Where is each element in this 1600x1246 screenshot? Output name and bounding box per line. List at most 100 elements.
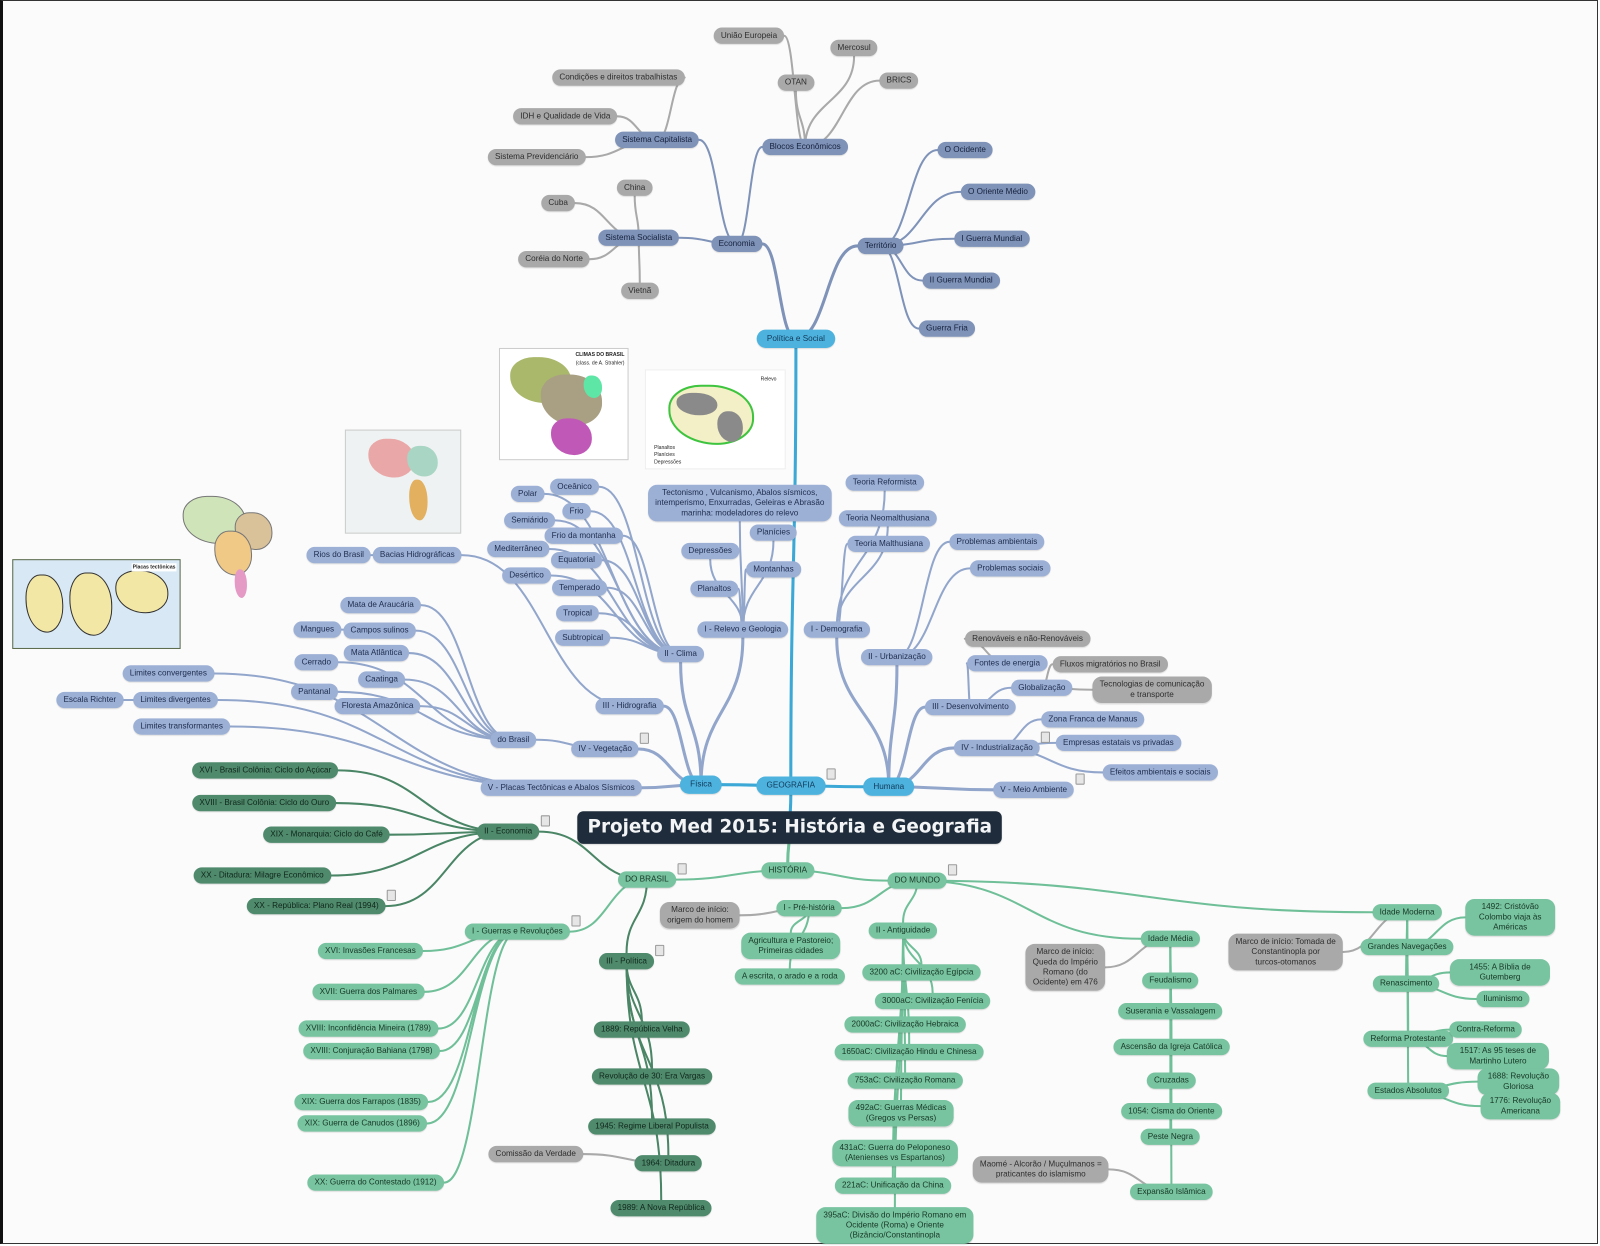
note-icon[interactable] bbox=[826, 768, 836, 780]
mindmap-node-tecno[interactable]: Tecnologias de comunicação e transporte bbox=[1092, 676, 1212, 704]
mindmap-node-ocid[interactable]: O Ocidente bbox=[937, 141, 994, 159]
mindmap-node-hidro[interactable]: III - Hidrografia bbox=[595, 697, 664, 715]
mindmap-node-indus[interactable]: IV - Industrialização bbox=[953, 739, 1040, 757]
mindmap-node-glor[interactable]: 1688: Revolução Gloriosa bbox=[1477, 1068, 1560, 1095]
mindmap-node-maome[interactable]: Maomé - Alcorão / Muçulmanos = praticant… bbox=[972, 1156, 1109, 1183]
mindmap-node-demo[interactable]: I - Demografia bbox=[803, 621, 870, 638]
mindmap-node-guer[interactable]: I - Guerras e Revoluções bbox=[464, 923, 570, 940]
mindmap-node-g4[interactable]: XVIII: Conjuração Bahiana (1798) bbox=[303, 1042, 440, 1060]
mindmap-node-merc[interactable]: Mercosul bbox=[830, 39, 878, 57]
note-icon[interactable] bbox=[677, 863, 687, 875]
mindmap-node-relevo[interactable]: I - Relevo e Geologia bbox=[697, 621, 789, 638]
mindmap-node-hmu[interactable]: DO MUNDO bbox=[887, 872, 948, 889]
mindmap-node-empr[interactable]: Empresas estatais vs privadas bbox=[1055, 734, 1181, 752]
mindmap-node-a7[interactable]: 431aC: Guerra do Peloponeso (Atenienses … bbox=[832, 1139, 958, 1167]
mindmap-node-polar[interactable]: Polar bbox=[510, 485, 545, 503]
mindmap-node-a8[interactable]: 221aC: Unificação da China bbox=[834, 1177, 951, 1194]
mindmap-node-pamb[interactable]: Problemas ambientais bbox=[949, 533, 1045, 550]
mindmap-node-m2[interactable]: Suserania e Vassalagem bbox=[1118, 1003, 1223, 1020]
mindmap-node-pol[interactable]: Política e Social bbox=[756, 329, 836, 348]
mindmap-node-ltrans[interactable]: Limites transformantes bbox=[133, 718, 231, 735]
mindmap-node-lutero[interactable]: 1517: As 95 teses de Martinho Lutero bbox=[1446, 1042, 1549, 1070]
relevo-map[interactable]: Relevo Planaltos Planícies Depressões bbox=[644, 369, 786, 470]
mindmap-node-contra[interactable]: Contra-Reforma bbox=[1449, 1021, 1523, 1038]
mindmap-node-cond[interactable]: Condições e direitos trabalhistas bbox=[552, 69, 685, 86]
mindmap-node-marco3[interactable]: Marco de início: Tomada de Constantinopl… bbox=[1228, 933, 1343, 971]
mindmap-node-dese[interactable]: Desértico bbox=[502, 567, 551, 584]
note-icon[interactable] bbox=[1040, 731, 1050, 743]
vegetacao-map[interactable] bbox=[179, 490, 299, 610]
mindmap-node-p1[interactable]: 1889: República Velha bbox=[593, 1021, 690, 1038]
mindmap-node-m6[interactable]: Peste Negra bbox=[1140, 1128, 1201, 1145]
mindmap-node-bibl[interactable]: 1455: A Bíblia de Gutemberg bbox=[1449, 959, 1550, 986]
mindmap-node-m5[interactable]: 1054: Cisma do Oriente bbox=[1121, 1103, 1222, 1120]
mindmap-node-fluxos[interactable]: Fluxos migratórios no Brasil bbox=[1052, 656, 1168, 673]
mindmap-node-friom[interactable]: Frio da montanha bbox=[544, 527, 623, 544]
mindmap-node-g2[interactable]: XVII: Guerra dos Palmares bbox=[312, 983, 425, 1000]
mindmap-node-idh[interactable]: IDH e Qualidade de Vida bbox=[513, 108, 618, 125]
mindmap-node-gm1[interactable]: I Guerra Mundial bbox=[954, 230, 1030, 247]
mindmap-node-g6[interactable]: XIX: Guerra de Canudos (1896) bbox=[297, 1115, 428, 1132]
mindmap-node-rios[interactable]: Rios do Brasil bbox=[306, 546, 372, 564]
mindmap-node-marco2[interactable]: Marco de início: Queda do Império Romano… bbox=[1025, 943, 1106, 991]
mindmap-node-meio[interactable]: V - Meio Ambiente bbox=[993, 781, 1075, 798]
mindmap-node-estab[interactable]: Estados Absolutos bbox=[1367, 1082, 1449, 1099]
mindmap-node-clima[interactable]: II - Clima bbox=[657, 645, 705, 663]
mindmap-node-frio[interactable]: Frio bbox=[562, 503, 591, 520]
mindmap-node-p5[interactable]: 1989: A Nova República bbox=[610, 1199, 712, 1217]
mindmap-node-glob[interactable]: Globalização bbox=[1011, 679, 1073, 696]
mindmap-node-dobr[interactable]: do Brasil bbox=[490, 731, 537, 748]
mindmap-node-p2[interactable]: Revolução de 30: Era Vargas bbox=[591, 1068, 713, 1085]
mindmap-node-p4[interactable]: 1964: Ditadura bbox=[634, 1155, 703, 1172]
mindmap-node-planal[interactable]: Planaltos bbox=[690, 580, 739, 597]
mindmap-node-a2[interactable]: 3000aC: Civilização Fenícia bbox=[874, 992, 991, 1010]
note-icon[interactable] bbox=[639, 732, 649, 744]
mindmap-node-renas[interactable]: Renascimento bbox=[1372, 975, 1440, 992]
mindmap-node-orie[interactable]: O Oriente Médio bbox=[960, 183, 1036, 200]
mindmap-node-fontes[interactable]: Fontes de energia bbox=[967, 655, 1048, 672]
mindmap-node-fis[interactable]: Física bbox=[679, 775, 723, 794]
mindmap-node-psoc[interactable]: Problemas sociais bbox=[969, 560, 1051, 577]
climas-do-brasil-map[interactable]: CLIMAS DO BRASIL (class. de A. Strahler) bbox=[498, 347, 629, 461]
mindmap-node-atlan[interactable]: Mata Atlântica bbox=[343, 644, 410, 662]
hidrografia-map[interactable] bbox=[344, 429, 462, 534]
mindmap-node-trop[interactable]: Tropical bbox=[556, 605, 600, 622]
note-icon[interactable] bbox=[655, 944, 665, 957]
mindmap-node-ssoc[interactable]: Sistema Socialista bbox=[598, 229, 680, 246]
mindmap-node-semi[interactable]: Semiárido bbox=[504, 512, 556, 529]
mindmap-node-placas[interactable]: V - Placas Tectônicas e Abalos Sísmicos bbox=[480, 779, 642, 796]
mindmap-node-hum[interactable]: Humana bbox=[863, 777, 915, 796]
note-icon[interactable] bbox=[947, 864, 958, 876]
mindmap-node-renov[interactable]: Renováveis e não-Renováveis bbox=[965, 630, 1091, 647]
mindmap-node-p3[interactable]: 1945: Regime Liberal Populista bbox=[588, 1118, 716, 1135]
mindmap-node-a3[interactable]: 2000aC: Civilização Hebraica bbox=[844, 1016, 966, 1033]
mindmap-node-a4[interactable]: 1650aC: Civilização Hindu e Chinesa bbox=[834, 1043, 984, 1061]
mindmap-node-neom[interactable]: Teoria Neomalthusiana bbox=[838, 510, 937, 527]
mindmap-node-nav[interactable]: Grandes Navegações bbox=[1360, 938, 1454, 956]
central-topic[interactable]: Projeto Med 2015: História e Geografia bbox=[577, 811, 1003, 844]
mindmap-node-ue[interactable]: União Europeia bbox=[713, 27, 785, 44]
note-icon[interactable] bbox=[570, 915, 581, 927]
mindmap-node-lconv[interactable]: Limites convergentes bbox=[122, 665, 215, 682]
mindmap-node-m7[interactable]: Expansão Islâmica bbox=[1130, 1183, 1213, 1200]
mindmap-node-ldiv[interactable]: Limites divergentes bbox=[133, 691, 218, 709]
mindmap-node-richter[interactable]: Escala Richter bbox=[56, 691, 124, 709]
mindmap-node-malt[interactable]: Teoria Malthusiana bbox=[847, 535, 931, 553]
mindmap-node-prev[interactable]: Sistema Previdenciário bbox=[487, 148, 586, 166]
mindmap-node-zona[interactable]: Zona Franca de Manaus bbox=[1041, 711, 1145, 728]
mindmap-node-pre[interactable]: I - Pré-história bbox=[776, 899, 842, 917]
mindmap-node-tect[interactable]: Tectonismo , Vulcanismo, Abalos sísmicos… bbox=[648, 484, 832, 522]
mindmap-node-refp[interactable]: Reforma Protestante bbox=[1363, 1030, 1453, 1047]
mindmap-node-milag[interactable]: XX - Ditadura: Milagre Econômico bbox=[193, 867, 331, 884]
mindmap-node-veg[interactable]: IV - Vegetação bbox=[571, 740, 640, 758]
mindmap-node-a9[interactable]: 395aC: Divisão do Império Romano em Ocid… bbox=[816, 1207, 974, 1244]
mindmap-node-med[interactable]: Idade Média bbox=[1140, 930, 1201, 947]
mindmap-node-agri[interactable]: Agricultura e Pastoreio; Primeiras cidad… bbox=[741, 932, 841, 960]
mindmap-node-hpol[interactable]: III - Política bbox=[598, 953, 655, 970]
mindmap-node-gm2[interactable]: II Guerra Mundial bbox=[922, 272, 1000, 289]
mindmap-node-campos[interactable]: Campos sulinos bbox=[343, 622, 416, 639]
mindmap-node-temp[interactable]: Temperado bbox=[552, 579, 608, 596]
mindmap-node-hbr[interactable]: DO BRASIL bbox=[618, 871, 676, 888]
mindmap-node-bacias[interactable]: Bacias Hidrográficas bbox=[372, 546, 462, 564]
mindmap-node-viet[interactable]: Vietnã bbox=[621, 282, 659, 299]
